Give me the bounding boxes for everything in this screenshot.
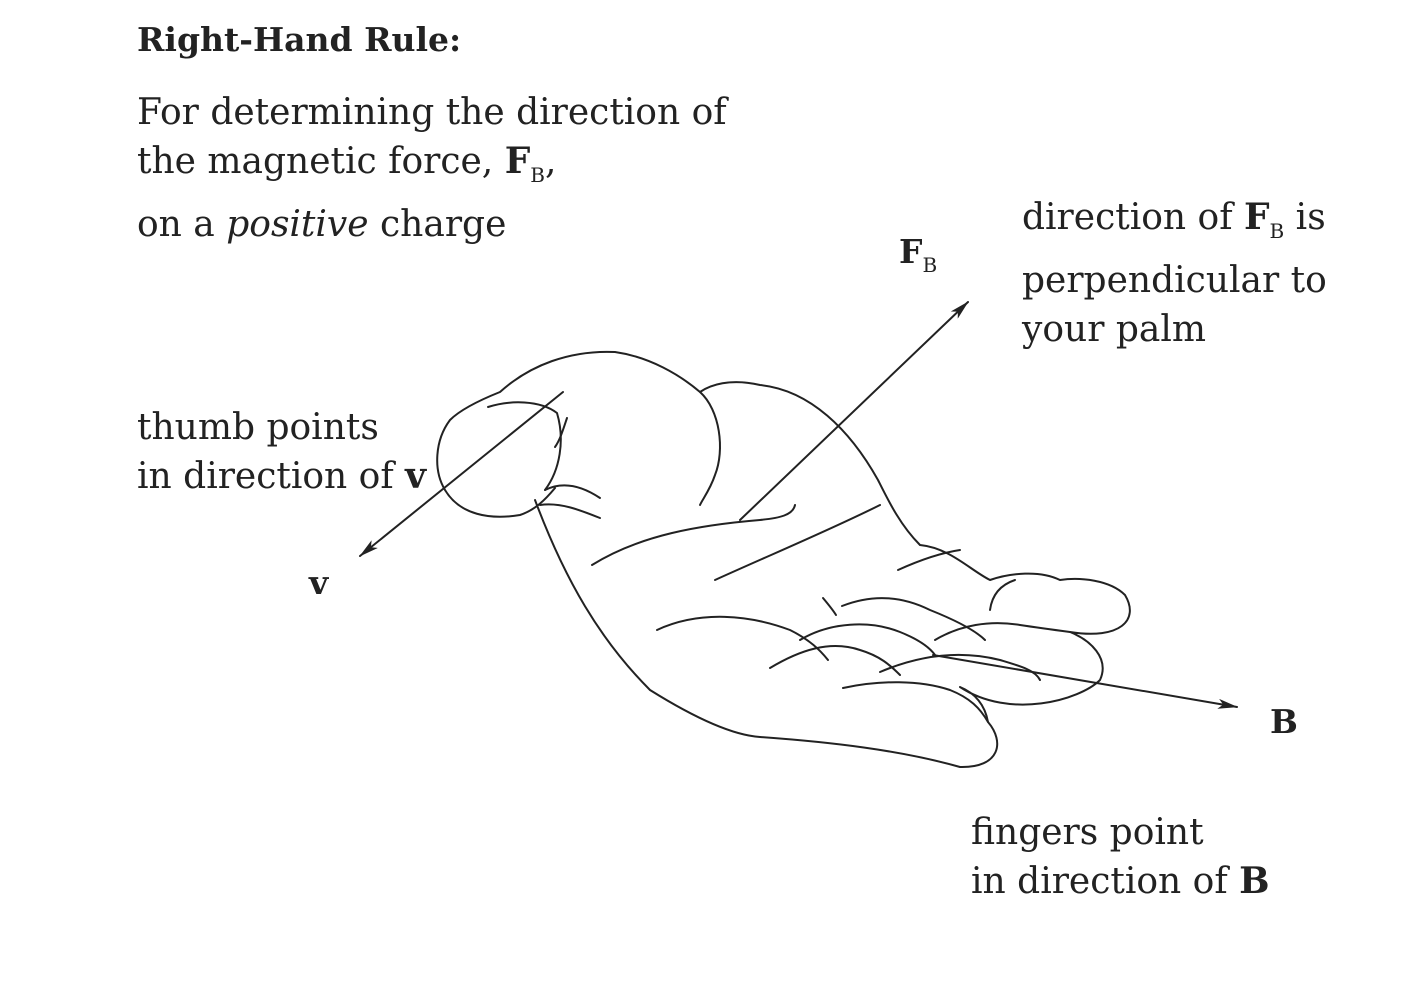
finger-line-4 (799, 623, 936, 656)
force-note-line-3: your palm (1022, 309, 1207, 350)
hand-outline (436, 350, 1131, 769)
positive-word: positive (226, 204, 369, 245)
fingertip-curve (989, 579, 1016, 611)
thumb-knuckle (554, 417, 568, 448)
palm-crease-2 (714, 504, 881, 581)
thumb-note-line-1: thumb points (137, 407, 379, 448)
force-symbol: F (1243, 196, 1270, 238)
fingers-note-line-1: fingers point (971, 812, 1204, 853)
finger-line-2 (841, 597, 986, 641)
finger-line-3 (769, 645, 901, 676)
palm-crease-1 (591, 504, 796, 566)
intro-line-2: the magnetic force, FB, (137, 140, 557, 187)
force-subscript: B (530, 163, 545, 187)
intro-text: For determining the direction of the mag… (137, 88, 727, 249)
force-subscript: B (1269, 219, 1285, 243)
finger-line-5 (842, 681, 989, 723)
force-symbol: F (504, 140, 531, 182)
b-field-vector (932, 654, 1238, 709)
b-field-vector-label: B (1270, 702, 1298, 741)
force-vector-label: FB (899, 232, 938, 277)
intro-line-1: For determining the direction of (137, 92, 727, 133)
velocity-symbol: v (405, 455, 427, 497)
finger-line-7 (934, 622, 1071, 641)
fingers-note-line-2: in direction of B (971, 860, 1270, 902)
b-field-symbol: B (1239, 860, 1270, 902)
thumb-note: thumb points in direction of v (137, 403, 426, 501)
velocity-vector (359, 391, 564, 557)
velocity-vector-label: v (309, 563, 329, 602)
thumb-nail (487, 401, 562, 491)
force-note-line-1: direction of FB is (1022, 196, 1326, 243)
thumb-crease-2 (539, 503, 601, 519)
intro-line-3: on a positive charge (137, 204, 507, 245)
index-finger-line (699, 391, 721, 506)
finger-line-8 (897, 549, 961, 571)
finger-line-1 (822, 597, 837, 616)
diagram-title: Right-Hand Rule: (137, 20, 462, 59)
thumb-note-line-2: in direction of v (137, 455, 427, 497)
fingers-note: fingers point in direction of B (971, 808, 1270, 906)
thumb-crease-1 (544, 484, 601, 499)
force-note: direction of FB is perpendicular to your… (1022, 193, 1327, 354)
force-vector (739, 301, 969, 521)
force-note-line-2: perpendicular to (1022, 260, 1327, 301)
